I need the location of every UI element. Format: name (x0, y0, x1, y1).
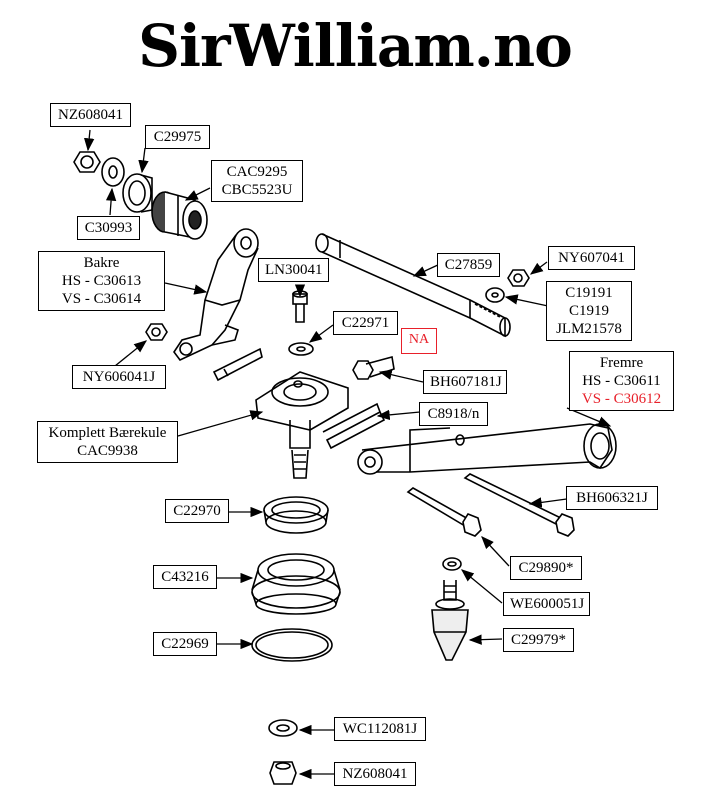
front-arm (357, 423, 617, 475)
label-c29979: C29979* (503, 628, 574, 652)
ball-joint-cac9938 (255, 371, 349, 479)
label-bh606321j: BH606321J (566, 486, 658, 510)
washer-c30993 (101, 157, 125, 187)
label-c22970: C22970 (165, 499, 229, 523)
washer-c22971 (288, 342, 314, 356)
washer-wc112081j (268, 719, 298, 737)
nut-ny606041j (145, 323, 168, 341)
seal-c22970 (263, 496, 329, 534)
label-c22971: C22971 (333, 311, 398, 335)
rear-arm (173, 228, 259, 362)
label-c30993: C30993 (77, 216, 140, 240)
label-na: NA (401, 328, 437, 354)
housing-c43216 (251, 553, 341, 615)
label-we600051j: WE600051J (503, 592, 590, 616)
label-wc112081j: WC112081J (334, 717, 426, 741)
nut-ny607041 (507, 269, 530, 287)
pivot-tube-c27859 (315, 233, 511, 338)
shim-upper (212, 347, 263, 382)
label-nz608041-bottom: NZ608041 (334, 762, 416, 786)
nut-nz608041-bottom (269, 761, 297, 785)
oring-c22969 (251, 628, 333, 662)
cup-c29975 (122, 173, 153, 213)
washer-we600051j (442, 557, 462, 571)
bolt-c29890 (406, 487, 482, 537)
label-c8918n: C8918/n (419, 402, 488, 426)
nut-nz608041-top (73, 151, 101, 173)
bush-cac9295 (151, 191, 208, 240)
washer-c19191 (485, 287, 505, 303)
label-c29975: C29975 (145, 125, 210, 149)
bump-stop-c29979 (431, 580, 469, 661)
label-c22969: C22969 (153, 632, 217, 656)
label-nz608041-top: NZ608041 (50, 103, 131, 127)
label-bh607181j: BH607181J (423, 370, 507, 394)
bolt-bh606321j (463, 473, 575, 537)
label-ny606041j: NY606041J (72, 365, 166, 389)
label-ny607041: NY607041 (548, 246, 635, 270)
label-c43216: C43216 (153, 565, 217, 589)
label-c27859: C27859 (437, 253, 500, 277)
bolt-bh607181j (352, 355, 395, 380)
label-c29890: C29890* (510, 556, 582, 580)
site-title: SirWilliam.no (138, 12, 573, 80)
label-ln30041: LN30041 (258, 258, 329, 282)
